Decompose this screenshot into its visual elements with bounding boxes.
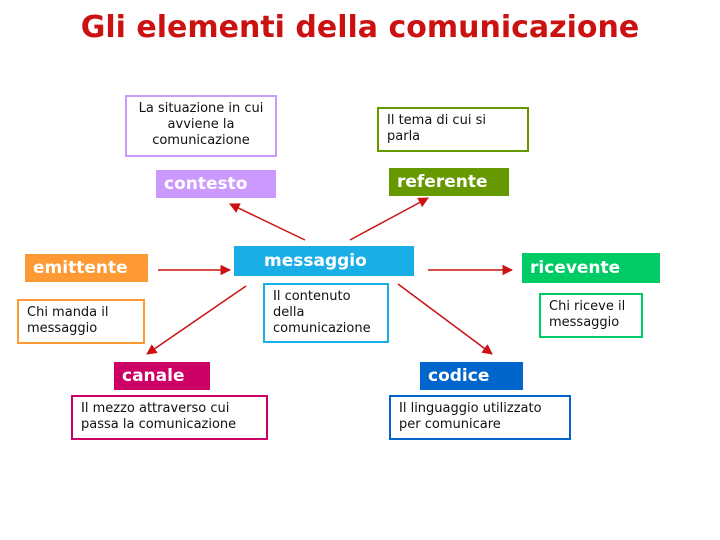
ricevente-label: ricevente — [522, 253, 660, 283]
arrow-to-codice — [397, 283, 493, 355]
arrow-to-contesto — [229, 203, 306, 241]
canale-label: canale — [114, 362, 210, 390]
messaggio-description: Il contenuto della comunicazione — [263, 283, 389, 343]
messaggio-label: messaggio — [234, 246, 414, 276]
emittente-description: Chi manda il messaggio — [17, 299, 145, 344]
codice-description: Il linguaggio utilizzato per comunicare — [389, 395, 571, 440]
referente-description: Il tema di cui si parla — [377, 107, 529, 152]
contesto-label: contesto — [156, 170, 276, 198]
referente-label: referente — [389, 168, 509, 196]
ricevente-description: Chi riceve il messaggio — [539, 293, 643, 338]
page-title: Gli elementi della comunicazione — [80, 10, 640, 45]
codice-label: codice — [420, 362, 523, 390]
contesto-description: La situazione in cui avviene la comunica… — [125, 95, 277, 157]
emittente-label: emittente — [25, 254, 148, 282]
canale-description: Il mezzo attraverso cui passa la comunic… — [71, 395, 268, 440]
arrow-to-referente — [349, 197, 429, 241]
arrow-to-canale — [146, 285, 247, 355]
